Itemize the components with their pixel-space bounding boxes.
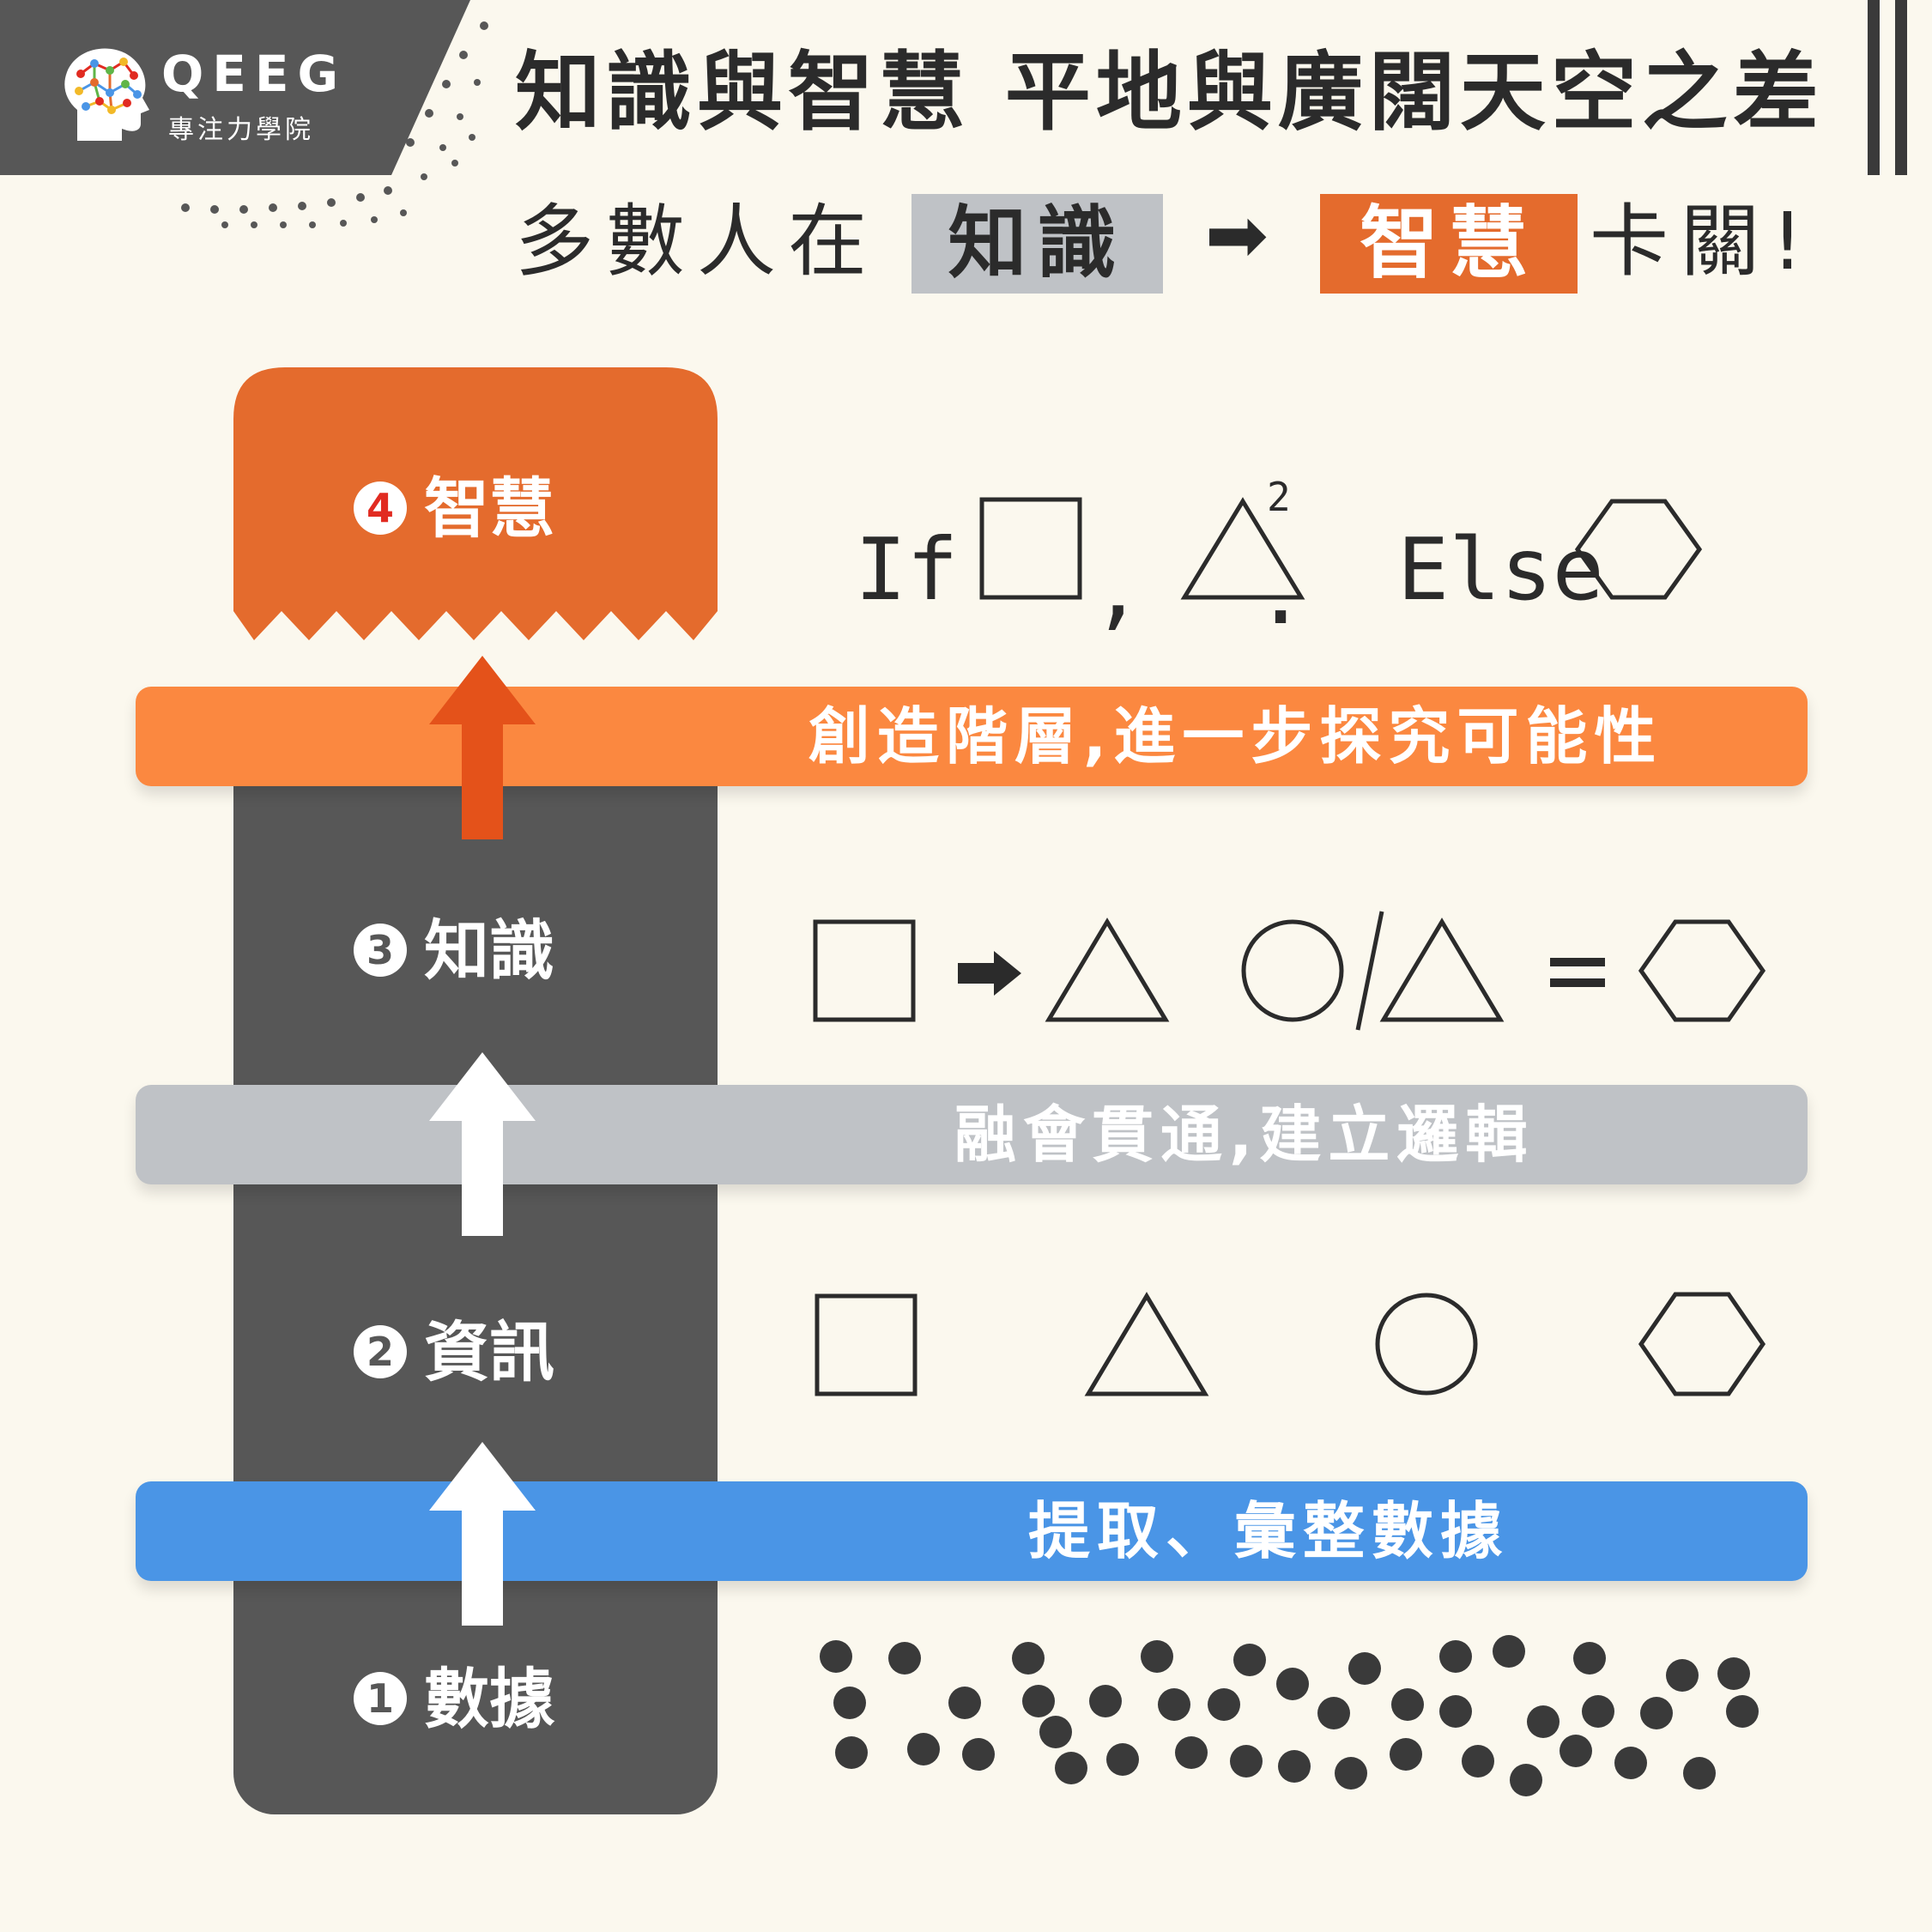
formula-comma: ,: [1092, 538, 1144, 639]
formula-if: If: [855, 519, 959, 620]
arrow-right-icon: ➡: [1205, 191, 1269, 279]
arrow-right-icon: [958, 951, 1021, 996]
square-icon: [979, 497, 1082, 600]
band-extract: 提取、彙整數據: [136, 1481, 1808, 1581]
triangle-icon: [1084, 1292, 1209, 1396]
band-integrate: 融會貫通,建立邏輯: [136, 1085, 1808, 1184]
information-shapes: [815, 1292, 1766, 1396]
hexagon-icon: [1638, 919, 1766, 1022]
edge-bar-left: [1868, 0, 1880, 175]
equals-icon: [1550, 958, 1605, 966]
stage-number: 4: [354, 481, 407, 535]
triangle-icon: [1379, 918, 1505, 1022]
slash-icon: [1355, 911, 1384, 1031]
wisdom-shapes: [979, 497, 1703, 600]
knowledge-shapes: [813, 911, 1766, 1031]
band-integrate-text: 融會貫通,建立邏輯: [954, 1099, 1535, 1171]
circle-icon: [1241, 919, 1344, 1022]
stage-number: 1: [354, 1672, 407, 1725]
brain-network-head-icon: [64, 48, 149, 141]
wisdom-highlight: 智慧: [1320, 194, 1578, 294]
band-extract-text: 提取、彙整數據: [1028, 1495, 1510, 1567]
knowledge-highlight: 知識: [911, 194, 1163, 294]
brand-name: QEEG: [161, 45, 348, 103]
arrow-up-icon: [429, 1052, 536, 1236]
arrow-up-icon: [429, 656, 536, 839]
hexagon-icon: [1638, 1292, 1766, 1396]
hierarchy-column: [233, 755, 718, 1814]
knowledge-highlight-text: 知識: [948, 197, 1127, 289]
circle-icon: [1375, 1293, 1478, 1396]
subtitle-prefix: 多數人在: [515, 196, 880, 288]
wisdom-highlight-text: 智慧: [1359, 197, 1538, 289]
triangle-icon: [1045, 918, 1170, 1022]
brand-subtitle: 專注力學院: [168, 115, 314, 145]
wisdom-block: [233, 367, 718, 640]
hexagon-icon: [1574, 499, 1703, 600]
edge-bar-right: [1895, 0, 1907, 175]
stage-number: 2: [354, 1325, 407, 1378]
page-title: 知識與智慧 平地與廣闊天空之差: [515, 42, 1824, 142]
band-create: 創造階層,進一步探究可能性: [136, 687, 1808, 786]
band-create-text: 創造階層,進一步探究可能性: [809, 700, 1663, 772]
formula-else: Else: [1397, 519, 1604, 620]
data-dots: [820, 1635, 1759, 1796]
triangle-icon: [1180, 497, 1305, 600]
stage-number: 3: [354, 924, 407, 977]
square-icon: [813, 919, 916, 1022]
formula-exponent: 2: [1267, 474, 1291, 520]
subtitle-suffix: 卡關!: [1590, 196, 1815, 288]
arrow-up-icon: [429, 1442, 536, 1626]
stage-label: 知識: [424, 912, 554, 989]
stage-label: 數據: [424, 1661, 554, 1737]
stage-label: 資訊: [424, 1314, 554, 1390]
square-icon: [815, 1293, 918, 1396]
stage-label: 智慧: [424, 470, 554, 547]
